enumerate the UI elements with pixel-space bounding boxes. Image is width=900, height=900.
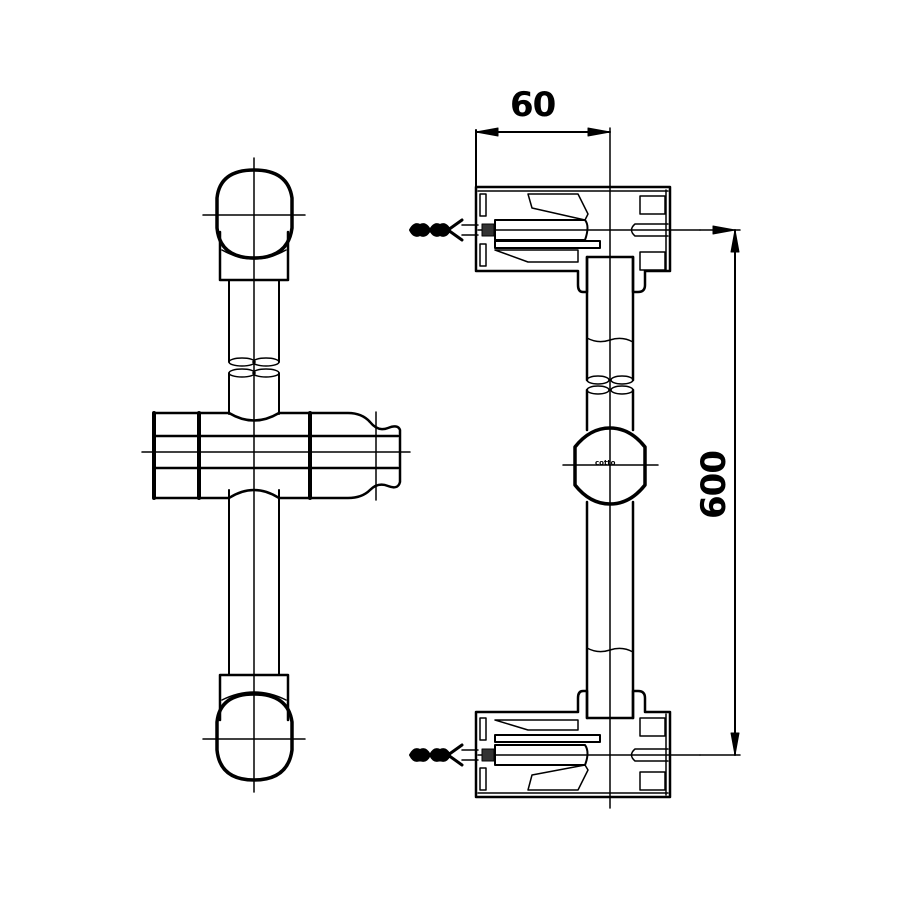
- side-view: [409, 127, 741, 809]
- top-end-cap: [202, 168, 306, 282]
- side-slider-knob: [562, 426, 659, 506]
- front-view: [141, 157, 411, 793]
- width-dimension-label: 60: [510, 85, 556, 125]
- brand-mark: cotto: [595, 459, 616, 467]
- upper-rail-segment: [228, 279, 280, 415]
- bottom-end-cap: [202, 673, 306, 782]
- side-lower-rail: [585, 500, 635, 720]
- side-upper-rail: [585, 255, 635, 432]
- bottom-wall-bracket: [474, 689, 701, 799]
- handset-holder-slider: [141, 411, 411, 501]
- bottom-wall-anchor-screw: [409, 743, 495, 767]
- lower-rail-segment: [228, 489, 280, 676]
- top-wall-anchor-screw: [409, 218, 495, 242]
- height-dimension-label: 600: [694, 451, 734, 519]
- width-dimension-line: [475, 127, 611, 188]
- height-dimension-line: [699, 225, 741, 756]
